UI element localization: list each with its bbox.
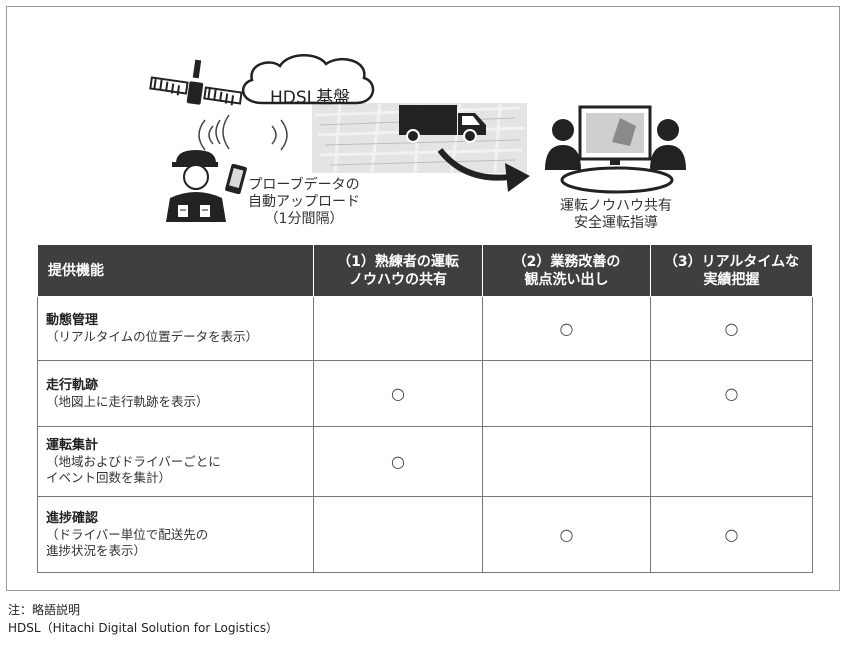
table-row: 進捗確認 （ドライバー単位で配送先の 進捗状況を表示） ○ ○: [37, 496, 813, 573]
row-mark: ○: [650, 296, 813, 361]
table-row: 動態管理 （リアルタイムの位置データを表示） ○ ○: [37, 296, 813, 361]
table-header-row: 提供機能 （1）熟練者の運転 ノウハウの共有 （2）業務改善の 観点洗い出し （…: [37, 245, 813, 297]
table-row: 走行軌跡 （地図上に走行軌跡を表示） ○ ○: [37, 360, 813, 427]
row-mark: ○: [482, 496, 651, 573]
row-mark: [482, 426, 651, 497]
row-mark: ○: [650, 360, 813, 427]
arrow-icon: [437, 148, 530, 192]
note-abbreviation: HDSL（Hitachi Digital Solution for Logist…: [8, 621, 278, 635]
system-illustration: [149, 54, 686, 222]
figure-frame: [6, 6, 840, 591]
row-label: 運転集計 （地域およびドライバーごとに イベント回数を集計）: [37, 426, 314, 497]
row-mark: ○: [482, 296, 651, 361]
row-label: 走行軌跡 （地図上に走行軌跡を表示）: [37, 360, 314, 427]
row-subtitle: （リアルタイムの位置データを表示）: [46, 328, 259, 344]
truck-icon: [399, 105, 486, 143]
cloud-label: HDSL基盤: [270, 88, 351, 108]
row-subtitle: （ドライバー単位で配送先の 進捗状況を表示）: [46, 526, 209, 558]
row-title: 進捗確認: [46, 510, 99, 526]
driver-icon: [166, 150, 226, 222]
row-mark: [650, 426, 813, 497]
header-know-how: （1）熟練者の運転 ノウハウの共有: [313, 245, 483, 297]
header-improvement: （2）業務改善の 観点洗い出し: [482, 245, 651, 297]
share-caption: 運転ノウハウ共有 安全運転指導: [560, 198, 672, 231]
row-title: 運転集計: [46, 437, 99, 453]
row-mark: [482, 360, 651, 427]
satellite-icon: [149, 59, 243, 106]
table-row: 運転集計 （地域およびドライバーごとに イベント回数を集計） ○: [37, 426, 813, 497]
header-feature: 提供機能: [37, 245, 314, 297]
row-label: 動態管理 （リアルタイムの位置データを表示）: [37, 296, 314, 361]
row-subtitle: （地域およびドライバーごとに イベント回数を集計）: [46, 453, 221, 485]
row-mark: [313, 296, 483, 361]
wireless-waves-icon: [198, 114, 288, 151]
row-mark: ○: [313, 426, 483, 497]
smartphone-icon: [225, 163, 247, 195]
row-mark: ○: [650, 496, 813, 573]
header-realtime: （3）リアルタイムな 実績把握: [650, 245, 813, 297]
meeting-icon: [545, 105, 686, 194]
row-mark: ○: [313, 360, 483, 427]
cloud-icon: [241, 54, 375, 105]
row-mark: [313, 496, 483, 573]
row-label: 進捗確認 （ドライバー単位で配送先の 進捗状況を表示）: [37, 496, 314, 573]
note-heading: 注：略語説明: [8, 603, 81, 617]
functions-table: 提供機能 （1）熟練者の運転 ノウハウの共有 （2）業務改善の 観点洗い出し （…: [37, 245, 813, 573]
probe-caption: プローブデータの 自動アップロード （1分間隔）: [248, 177, 360, 227]
row-title: 動態管理: [46, 312, 99, 328]
row-subtitle: （地図上に走行軌跡を表示）: [46, 393, 209, 409]
row-title: 走行軌跡: [46, 377, 99, 393]
